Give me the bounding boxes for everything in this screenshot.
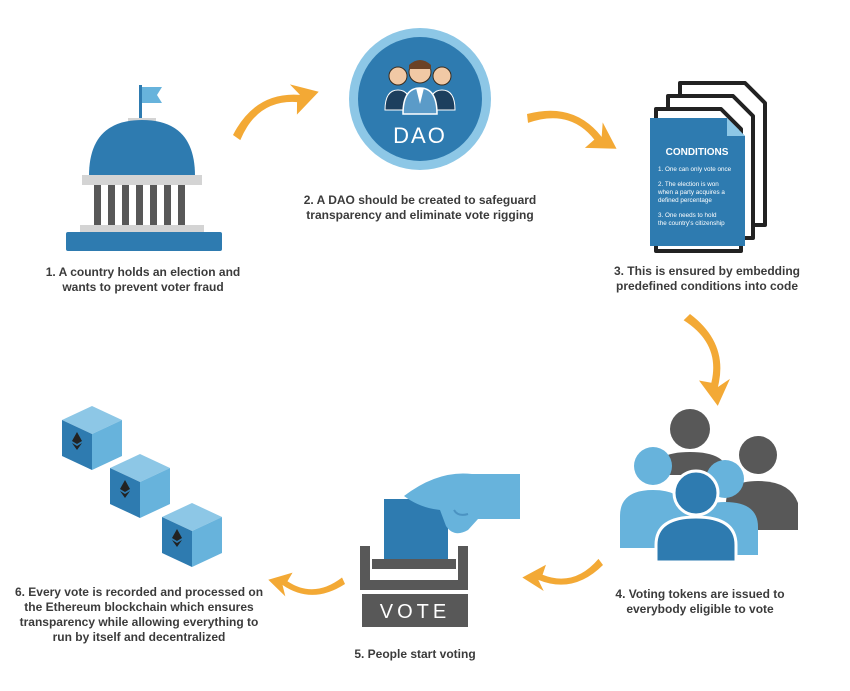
arrow-2-to-3-icon [522, 97, 624, 159]
condition-line: the country's citizenship [658, 220, 725, 227]
arrow-5-to-6-icon [267, 571, 346, 599]
step-4-caption: 4. Voting tokens are issued to everybody… [615, 587, 785, 616]
step-6-caption: 6. Every vote is recorded and processed … [14, 585, 264, 644]
step-5-caption: 5. People start voting [354, 647, 476, 661]
conditions-list: 1. One can only vote once 2. The election… [657, 166, 732, 227]
ballot-box-icon: VOTE [360, 473, 520, 627]
ballot-label: VOTE [380, 601, 450, 623]
step-3-caption: 3. This is ensured by embedding predefin… [613, 264, 801, 293]
dao-label: DAO [393, 123, 447, 148]
ethereum-block-icon [110, 454, 170, 518]
dao-circle-icon: DAO [349, 28, 491, 170]
arrow-3-to-4-icon [678, 308, 737, 410]
ethereum-block-icon [62, 406, 122, 470]
ethereum-block-icon [162, 503, 222, 567]
arrow-4-to-5-icon [520, 554, 606, 595]
condition-line: defined percentage [658, 197, 712, 204]
step-2-caption: 2. A DAO should be created to safeguard … [303, 193, 537, 222]
arrow-1-to-2-icon [224, 74, 324, 146]
condition-line: 1. One can only vote once [658, 166, 732, 173]
people-group-icon [384, 60, 456, 115]
condition-line: when a party acquires a [657, 189, 725, 196]
voters-group-icon [620, 409, 798, 564]
conditions-document-icon: CONDITIONS 1. One can only vote once 2. T… [650, 81, 767, 253]
blockchain-cubes-icon [62, 406, 222, 567]
government-building-icon [66, 85, 222, 251]
condition-line: 2. The election is won [658, 181, 719, 188]
step-1-caption: 1. A country holds an election and wants… [45, 265, 241, 294]
conditions-title: CONDITIONS [666, 147, 729, 158]
condition-line: 3. One needs to hold [658, 212, 717, 219]
